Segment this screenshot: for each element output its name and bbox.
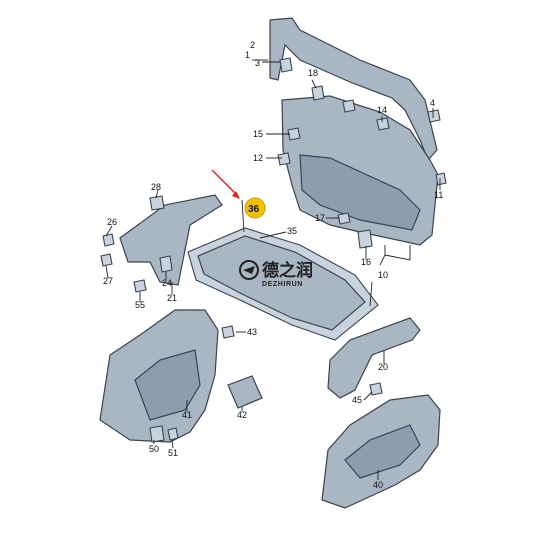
brand-logo: 德之润 DEZHIRUN (239, 260, 313, 288)
fastener (167, 427, 179, 441)
part-label: 35 (287, 226, 297, 236)
shelf-string (241, 199, 245, 233)
part-label: 1 (245, 50, 250, 60)
part-label: 43 (247, 327, 257, 337)
right-upper-trim (327, 317, 421, 399)
part-label: 18 (308, 68, 318, 78)
clip-part (159, 255, 173, 273)
part-label: 17 (315, 213, 325, 223)
fastener (149, 425, 165, 443)
part-label: 15 (253, 129, 263, 139)
part-label: 16 (361, 257, 371, 267)
clip-part (337, 212, 351, 225)
logo-text-cn: 德之润 (262, 260, 313, 281)
clip-part (279, 57, 293, 73)
part-label: 4 (430, 98, 435, 108)
clip-part (133, 279, 147, 293)
clip-part (427, 109, 441, 123)
clip-part (342, 99, 356, 113)
clip-part (277, 152, 291, 166)
part-label: 12 (253, 153, 263, 163)
clip-part (102, 233, 115, 247)
part-label: 42 (237, 410, 247, 420)
tailgate-upper-trim (269, 17, 438, 162)
left-pillar-trim (119, 194, 223, 286)
clip-part (311, 85, 325, 101)
clip-part (435, 172, 447, 186)
red-arrow-icon (211, 169, 240, 199)
parcel-shelf-surface (197, 235, 366, 331)
clip-part (376, 117, 390, 131)
right-side-trim-recess (344, 424, 421, 479)
part-labels: 1 2 3 4 10 11 12 14 15 16 17 18 20 21 24… (103, 40, 443, 490)
part-label: 20 (378, 362, 388, 372)
part-label: 14 (377, 105, 387, 115)
leader-lines (105, 59, 441, 480)
gear-bird-icon (239, 260, 259, 280)
part-label: 26 (107, 217, 117, 227)
logo-text-en: DEZHIRUN (262, 281, 303, 288)
fastener (369, 382, 383, 396)
part-label: 3 (255, 58, 260, 68)
part-label: 50 (149, 444, 159, 454)
clip-part (149, 195, 165, 211)
handle-cover (357, 229, 373, 249)
clip-part (287, 127, 301, 141)
part-label: 40 (373, 480, 383, 490)
part-label: 10 (378, 270, 388, 280)
part-label: 2 (250, 40, 255, 50)
highlighted-part-badge: 36 (244, 197, 266, 219)
part-label: 28 (151, 182, 161, 192)
clip-part (100, 253, 113, 267)
part-label: 11 (434, 190, 443, 200)
part-label: 27 (103, 276, 113, 286)
left-side-trim-recess (134, 349, 201, 421)
part-label: 45 (352, 395, 362, 405)
fastener (221, 325, 235, 339)
part-label: 21 (167, 293, 177, 303)
part-label: 24 (162, 278, 172, 288)
shelf-string (369, 281, 373, 307)
tailgate-panel-recess (299, 154, 421, 231)
highlighted-part-label: 36 (248, 204, 260, 215)
part-label: 55 (135, 300, 145, 310)
cover-plate (227, 375, 263, 409)
part-label: 51 (168, 448, 178, 458)
part-label: 41 (182, 410, 192, 420)
